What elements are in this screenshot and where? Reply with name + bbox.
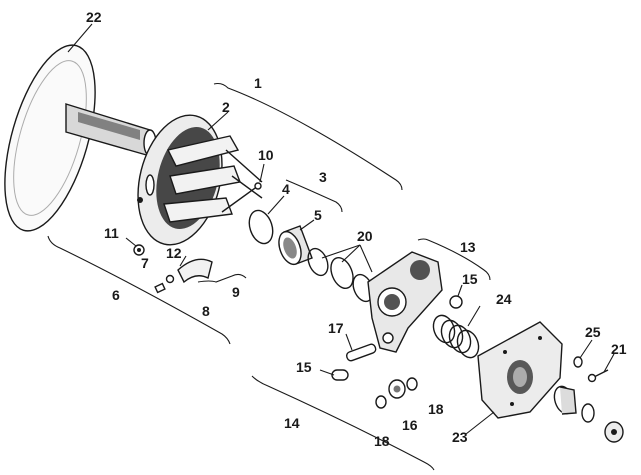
label-16: 16: [402, 417, 418, 433]
label-3: 3: [319, 169, 327, 185]
spring: [432, 314, 480, 359]
label-17: 17: [328, 320, 344, 336]
label-12: 12: [166, 245, 182, 261]
sheave-with-shaft: [4, 44, 157, 232]
label-13: 13: [460, 239, 476, 255]
bolt-10: [221, 182, 262, 213]
roller-16: [388, 379, 406, 399]
bracket-group-14: [251, 375, 435, 471]
label-5: 5: [314, 207, 322, 223]
pin-17: [345, 343, 377, 362]
bracket-group-1: [213, 82, 403, 191]
label-10: 10: [258, 147, 274, 163]
label-20: 20: [357, 228, 373, 244]
label-15-lower: 15: [296, 359, 312, 375]
roller-15-lower: [331, 369, 349, 381]
label-22: 22: [86, 9, 102, 25]
label-6: 6: [112, 287, 120, 303]
bracket-group-6: [47, 235, 231, 345]
washers: [307, 247, 374, 303]
washer-18-b: [406, 377, 418, 391]
bearing: [553, 385, 577, 415]
washer-18-a: [375, 395, 387, 409]
label-4: 4: [282, 181, 290, 197]
label-18-right: 18: [428, 401, 444, 417]
label-23: 23: [452, 429, 468, 445]
ball-15-upper: [449, 295, 463, 309]
end-cap: [604, 421, 624, 443]
callout-labels: 22 1 2 10 3 4 5 11 20 12 7 13 15 9 6 24 …: [86, 9, 627, 449]
weight-8: [177, 258, 213, 284]
label-1: 1: [254, 75, 262, 91]
label-7: 7: [141, 255, 149, 271]
label-11: 11: [104, 225, 119, 241]
roller-bracket: [367, 251, 443, 353]
label-18-left: 18: [374, 433, 390, 449]
bolt-21: [587, 369, 609, 383]
bracket-group-9: [197, 273, 247, 283]
label-15-upper: 15: [462, 271, 478, 287]
washer-25: [573, 356, 583, 368]
label-24: 24: [496, 291, 512, 307]
washer-small: [581, 403, 595, 423]
snap-ring: [248, 209, 274, 245]
label-8: 8: [202, 303, 210, 319]
label-9: 9: [232, 284, 240, 300]
label-25: 25: [585, 324, 601, 340]
label-14: 14: [284, 415, 300, 431]
leader-lines: [67, 23, 615, 435]
bracket-group-3: [285, 179, 343, 213]
bracket-group-13: [417, 238, 491, 281]
label-21: 21: [611, 341, 627, 357]
label-2: 2: [222, 99, 230, 115]
housing-assembly: [137, 114, 263, 246]
cover: [477, 321, 563, 419]
bushing: [278, 225, 313, 266]
